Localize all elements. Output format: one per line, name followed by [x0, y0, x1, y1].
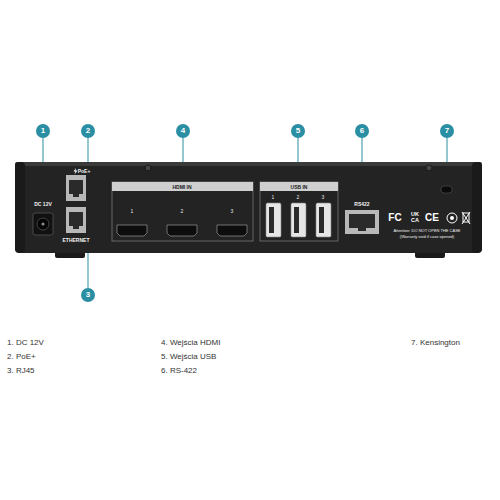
- key-entry: 4. Wejścia HDMI: [161, 339, 220, 347]
- key-entry: 5. Wejścia USB: [161, 353, 216, 361]
- port-number: 3: [231, 209, 234, 214]
- port-name: DC 12V: [34, 202, 52, 207]
- key-entry: 2. PoE+: [7, 353, 36, 361]
- key-entry: 1. DC 12V: [7, 339, 44, 347]
- callout-number: 5: [291, 124, 305, 138]
- key-entry: 7. Kensington: [411, 339, 460, 347]
- port-name: RS422: [354, 202, 369, 207]
- port-number: 3: [322, 195, 325, 200]
- device-body: [15, 162, 482, 253]
- warning-note: Attention: DO NOT OPEN THE CASE: [394, 229, 461, 233]
- callout-number: 1: [36, 124, 50, 138]
- cert-mark: CE: [425, 213, 439, 223]
- key-entry: 6. RS-422: [161, 367, 197, 375]
- callout-number: 4: [176, 124, 190, 138]
- port-number: 2: [297, 195, 300, 200]
- callout-number: 7: [440, 124, 454, 138]
- cert-mark: FC: [388, 213, 401, 223]
- port-name: ETHERNET: [63, 238, 90, 243]
- warning-note: (Warranty void if case opened): [400, 235, 454, 239]
- key-entry: 3. RJ45: [7, 367, 35, 375]
- cert-mark: CA: [411, 218, 419, 224]
- group-header: HDMI IN: [172, 184, 191, 189]
- port-number: 2: [181, 209, 184, 214]
- callout-number: 6: [355, 124, 369, 138]
- port-number: 1: [131, 209, 134, 214]
- port-number: 1: [272, 195, 275, 200]
- port-name: PoE+: [78, 169, 91, 174]
- callout-number: 2: [81, 124, 95, 138]
- group-header: USB IN: [291, 184, 308, 189]
- callout-number: 3: [81, 288, 95, 302]
- cert-mark: UK: [411, 212, 419, 218]
